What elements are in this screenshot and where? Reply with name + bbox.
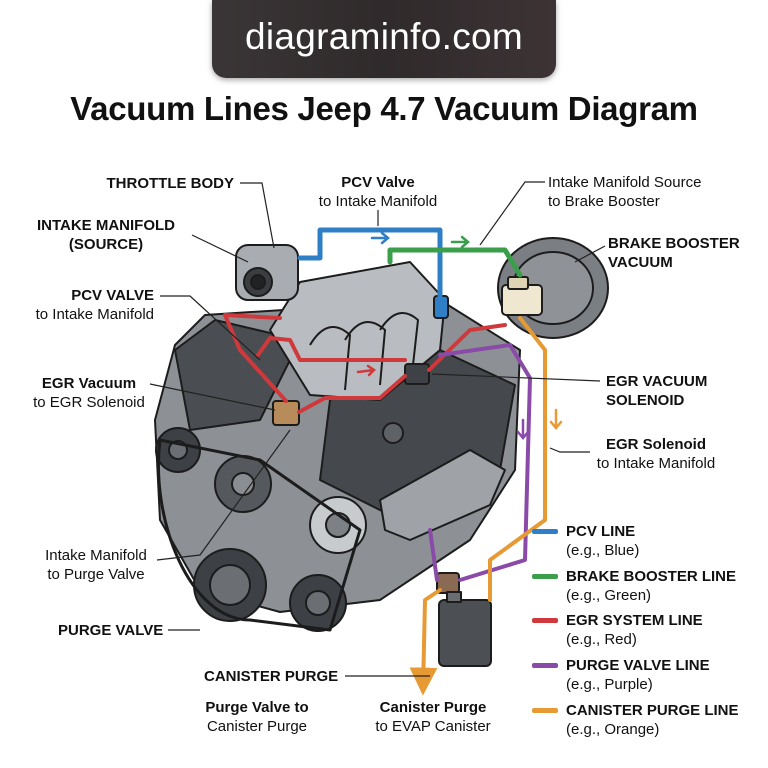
- legend-swatch-egr: [532, 618, 558, 623]
- label-egr-solenoid: EGR Solenoid to Intake Manifold: [584, 435, 728, 473]
- page-title: Vacuum Lines Jeep 4.7 Vacuum Diagram: [70, 90, 698, 127]
- site-banner: diagraminfo.com: [212, 0, 556, 78]
- engine-illustration: [154, 237, 609, 667]
- label-intake-to-purge: Intake Manifold to Purge Valve: [32, 546, 160, 584]
- label-egr-vacuum-solenoid: EGR VACUUM SOLENOID: [606, 372, 707, 410]
- label-canister-purge: CANISTER PURGE: [204, 668, 339, 685]
- label-egr-solenoid-sub: to Intake Manifold: [596, 455, 716, 472]
- label-intake-to-purge-line2: to Purge Valve: [47, 566, 145, 583]
- label-brake-booster-vacuum: BRAKE BOOSTER VACUUM: [608, 234, 740, 272]
- evap-canister: [438, 599, 492, 667]
- label-throttle-body: THROTTLE BODY: [106, 175, 235, 192]
- legend-name-brake: BRAKE BOOSTER LINE: [566, 568, 737, 585]
- exhaust-manifold: [379, 449, 506, 541]
- label-brake-booster-line1: BRAKE BOOSTER: [608, 235, 740, 252]
- drive-belt: [157, 438, 362, 632]
- leader-intake-source: [191, 234, 249, 263]
- canister-purge-line: [488, 316, 547, 602]
- legend-name-purge: PURGE VALVE LINE: [566, 657, 710, 674]
- label-pcv-valve-top-title: PCV Valve: [341, 174, 415, 191]
- label-canister-to-evap-sub: to EVAP Canister: [375, 718, 491, 735]
- left-cylinder-head: [174, 319, 301, 431]
- label-pcv-valve-top-sub: to Intake Manifold: [318, 193, 438, 210]
- leader-pcv-left: [160, 295, 261, 361]
- legend-name-canister: CANISTER PURGE LINE: [566, 702, 739, 719]
- label-purge-to-canister-sub: Canister Purge: [206, 718, 308, 735]
- site-url: diagraminfo.com: [244, 16, 523, 57]
- brake-booster-line: [387, 247, 523, 278]
- egr-solenoid: [272, 400, 300, 426]
- legend-name-egr: EGR SYSTEM LINE: [566, 612, 703, 629]
- leader-intake-purge: [156, 429, 291, 561]
- legend-swatch-canister: [532, 708, 558, 713]
- label-intake-manifold-source-line1: INTAKE MANIFOLD: [36, 217, 176, 234]
- label-canister-to-evap-title: Canister Purge: [379, 699, 487, 716]
- label-pcv-valve-left-title: PCV VALVE: [71, 287, 154, 304]
- legend-example-canister: (e.g., Orange): [566, 721, 660, 738]
- label-pcv-valve-left-sub: to Intake Manifold: [35, 306, 154, 323]
- label-purge-to-canister: Purge Valve to Canister Purge: [192, 698, 322, 736]
- label-intake-manifold-source: INTAKE MANIFOLD (SOURCE): [20, 216, 192, 254]
- leader-intake-brake: [479, 181, 545, 246]
- label-egr-vacuum-title: EGR Vacuum: [41, 375, 137, 392]
- legend-example-purge: (e.g., Purple): [566, 676, 653, 693]
- label-intake-manifold-source-line2: (SOURCE): [68, 236, 144, 253]
- label-pcv-valve-left: PCV VALVE to Intake Manifold: [36, 286, 154, 324]
- label-brake-booster-line2: VACUUM: [608, 254, 673, 271]
- label-purge-to-canister-title: Purge Valve to: [205, 699, 309, 716]
- leader-throttle-body: [240, 182, 275, 249]
- label-intake-source-brake-line1: Intake Manifold Source: [548, 174, 702, 191]
- label-pcv-valve-top: PCV Valve to Intake Manifold: [298, 173, 458, 211]
- label-egr-vacuum-solenoid-line2: SOLENOID: [606, 392, 685, 409]
- egr-vacuum-solenoid: [404, 363, 430, 385]
- canister-flow-arrow: [549, 408, 563, 430]
- legend-swatch-pcv: [532, 529, 558, 534]
- label-purge-valve: PURGE VALVE: [58, 622, 164, 639]
- egr-line-upper: [256, 336, 407, 362]
- label-egr-vacuum: EGR Vacuum to EGR Solenoid: [22, 374, 156, 412]
- label-egr-vacuum-solenoid-line1: EGR VACUUM: [606, 373, 708, 390]
- canister-evap-line: [409, 588, 442, 696]
- egr-line-left: [223, 313, 288, 403]
- purge-flow-arrow: [516, 418, 530, 440]
- legend-example-pcv: (e.g., Blue): [566, 542, 640, 559]
- label-intake-source-brake-line2: to Brake Booster: [548, 193, 660, 210]
- intake-manifold: [269, 261, 446, 401]
- leader-brake-booster: [574, 245, 606, 263]
- pcv-flow-arrow: [370, 231, 390, 245]
- legend-example-egr: (e.g., Red): [566, 631, 637, 648]
- label-egr-vacuum-sub: to EGR Solenoid: [33, 394, 145, 411]
- leader-egr-vac-solenoid: [431, 373, 601, 382]
- egr-line-lower: [297, 374, 407, 414]
- label-canister-to-evap: Canister Purge to EVAP Canister: [365, 698, 501, 736]
- legend-swatch-brake: [532, 574, 558, 579]
- pcv-line: [297, 227, 443, 303]
- legend-swatch-purge: [532, 663, 558, 668]
- egr-line-right: [427, 323, 507, 372]
- leader-egr-vacuum: [149, 383, 276, 411]
- brake-flow-arrow: [450, 235, 470, 249]
- label-intake-to-purge-line1: Intake Manifold: [45, 547, 147, 564]
- legend-name-pcv: PCV LINE: [566, 523, 636, 540]
- leader-egr-solenoid: [549, 447, 590, 453]
- label-intake-source-brake: Intake Manifold Source to Brake Booster: [548, 173, 701, 211]
- purge-line-left: [428, 528, 439, 582]
- egr-flow-arrow: [356, 364, 376, 377]
- label-egr-solenoid-title: EGR Solenoid: [605, 436, 706, 453]
- legend-example-brake: (e.g., Green): [566, 587, 652, 604]
